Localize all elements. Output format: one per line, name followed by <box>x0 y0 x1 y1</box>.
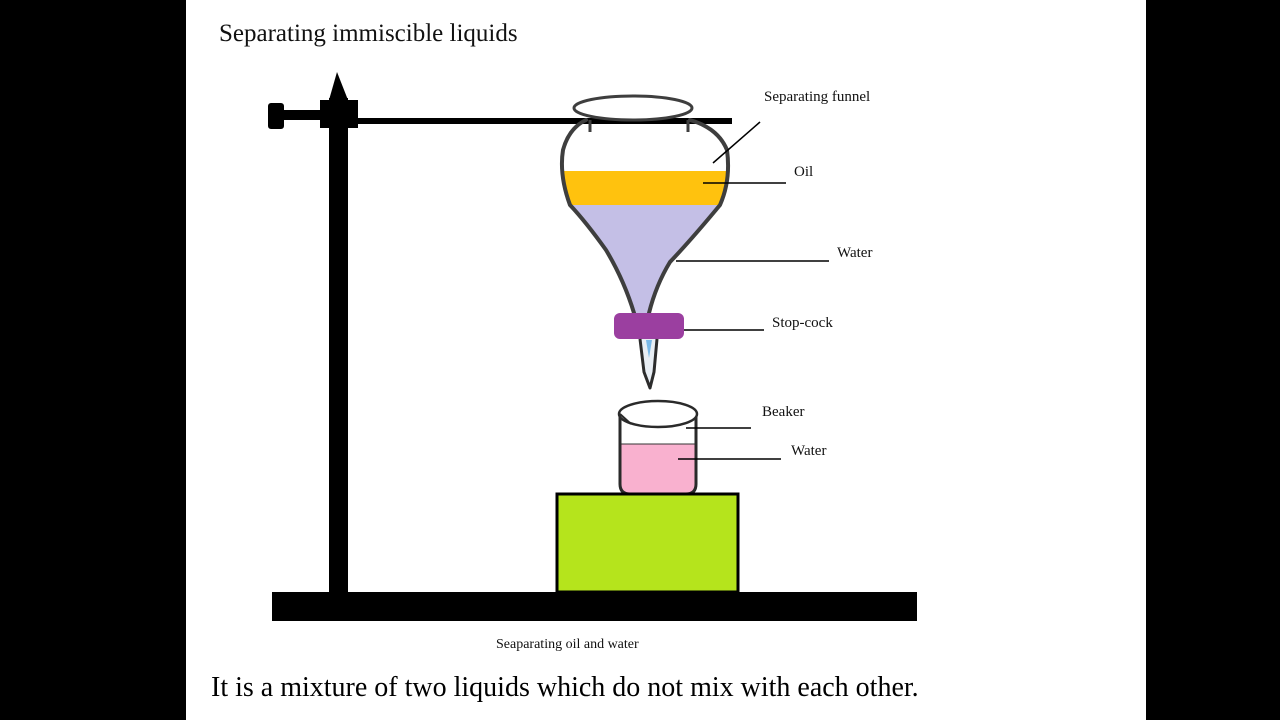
diagram-caption: Seaparating oil and water <box>496 637 639 652</box>
label-beaker: Beaker <box>762 404 804 420</box>
clamp-boss <box>320 100 358 128</box>
funnel-liquid-water <box>570 205 720 313</box>
label-stop-cock: Stop-cock <box>772 315 833 331</box>
beaker-rim <box>617 399 699 429</box>
water-drip <box>646 340 652 358</box>
clamp-arm <box>356 118 732 124</box>
beaker-liquid-water <box>620 444 696 494</box>
stand-rod <box>329 98 348 594</box>
clamp-screw-knob <box>268 103 284 129</box>
funnel-tip <box>638 338 659 390</box>
funnel-outline <box>559 118 731 315</box>
beaker-spout <box>619 413 632 425</box>
slide-title: Separating immiscible liquids <box>219 20 518 47</box>
stand-base <box>272 592 917 621</box>
stop-cock <box>614 313 684 339</box>
slide: Separating immiscible liquids <box>186 0 1146 720</box>
label-oil: Oil <box>794 164 813 180</box>
funnel-neck <box>588 120 690 132</box>
stand-block <box>555 492 740 594</box>
separating-funnel <box>559 94 731 315</box>
funnel-liquid-oil <box>564 171 728 205</box>
beaker <box>617 399 699 496</box>
label-water-beaker: Water <box>791 443 826 459</box>
definition-text: It is a mixture of two liquids which do … <box>211 672 919 703</box>
label-water-funnel: Water <box>837 245 872 261</box>
stand-rod-tip <box>329 72 348 100</box>
label-separating-funnel: Separating funnel <box>764 89 870 105</box>
apparatus-diagram: Separating funnel Oil Water Stop-cock Be… <box>268 72 917 652</box>
clamp-screw <box>282 110 322 120</box>
funnel-stopper <box>572 94 694 122</box>
leader-separating-funnel <box>712 121 761 164</box>
